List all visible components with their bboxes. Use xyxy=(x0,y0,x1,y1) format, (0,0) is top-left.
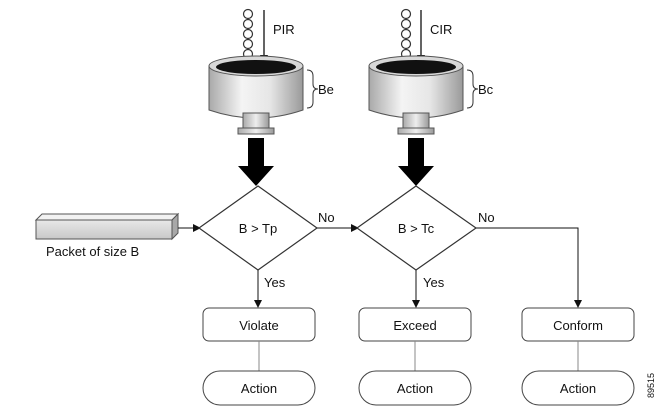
decision-peak: B > Tp xyxy=(197,185,319,271)
action-pill: Action xyxy=(358,370,472,406)
packet-label: Packet of size B xyxy=(46,244,139,259)
pir-label: PIR xyxy=(273,22,295,37)
committed-bucket: CIR Bc xyxy=(368,8,494,186)
be-label: Be xyxy=(318,82,334,97)
svg-text:Conform: Conform xyxy=(553,318,603,333)
svg-text:Action: Action xyxy=(560,381,596,396)
yes-label: Yes xyxy=(264,275,286,290)
condition-tc: B > Tc xyxy=(398,221,435,236)
outcome-exceed: Exceed xyxy=(358,307,472,342)
svg-text:Violate: Violate xyxy=(239,318,279,333)
outcome-violate: Violate xyxy=(202,307,316,342)
svg-text:Action: Action xyxy=(397,381,433,396)
condition-tp: B > Tp xyxy=(239,221,277,236)
svg-text:Exceed: Exceed xyxy=(393,318,436,333)
figure-id: 89515 xyxy=(646,373,656,398)
no-label: No xyxy=(318,210,335,225)
bucket-output-arrow xyxy=(238,138,274,186)
bc-label: Bc xyxy=(478,82,494,97)
action-pill: Action xyxy=(521,370,635,406)
outcome-conform: Conform xyxy=(521,307,635,342)
no-label: No xyxy=(478,210,495,225)
no-arrow-2 xyxy=(476,227,582,308)
decision-committed: B > Tc xyxy=(355,185,478,271)
peak-bucket: PIR Be xyxy=(208,8,334,186)
packet: Packet of size B xyxy=(34,212,180,259)
bucket-output-arrow xyxy=(398,138,434,186)
action-pill: Action xyxy=(202,370,316,406)
token-drops-icon xyxy=(400,8,412,60)
svg-text:Action: Action xyxy=(241,381,277,396)
bc-brace xyxy=(466,69,479,109)
token-drops-icon xyxy=(242,8,254,60)
yes-label: Yes xyxy=(423,275,445,290)
cir-label: CIR xyxy=(430,22,452,37)
be-brace xyxy=(306,69,319,109)
